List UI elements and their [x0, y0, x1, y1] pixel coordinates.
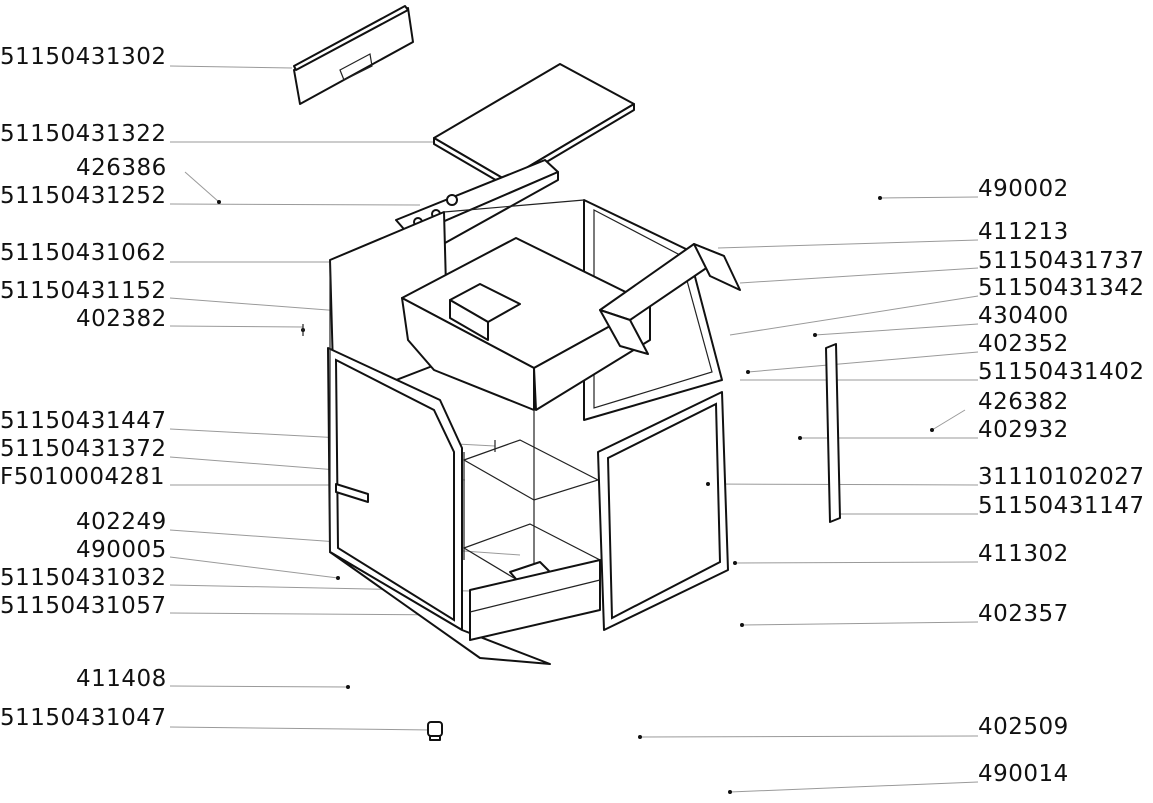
- angled-bracket: [599, 243, 741, 355]
- vertical-rail: [825, 343, 841, 523]
- fastener-dots: [217, 196, 934, 794]
- part-label: 51150431302: [0, 44, 167, 70]
- part-label: 51150431322: [0, 121, 167, 147]
- part-label: 51150431152: [0, 278, 167, 304]
- part-label: 51150431047: [0, 705, 167, 731]
- part-label: 51150431032: [0, 565, 167, 591]
- leader-lines-right: [639, 196, 979, 793]
- part-label: 490002: [978, 176, 1069, 202]
- part-label: 411213: [978, 219, 1069, 245]
- part-label: 51150431062: [0, 240, 167, 266]
- part-label: 51150431402: [978, 359, 1145, 385]
- part-label: 490014: [978, 761, 1069, 787]
- foot: [427, 721, 443, 741]
- part-label: 51150431342: [978, 275, 1145, 301]
- part-label: 51150431147: [978, 493, 1145, 519]
- part-label: 411302: [978, 541, 1069, 567]
- part-label: 51150431057: [0, 593, 167, 619]
- base-plate: [469, 559, 601, 641]
- right-door: [597, 391, 729, 631]
- part-label: F5010004281: [0, 464, 166, 490]
- part-label: 426386: [76, 155, 167, 181]
- part-label: 402249: [76, 509, 167, 535]
- part-label: 402932: [978, 417, 1069, 443]
- part-label: 51150431447: [0, 408, 167, 434]
- part-label: 51150431737: [978, 248, 1145, 274]
- left-handle: [335, 483, 369, 503]
- part-label: 402357: [978, 601, 1069, 627]
- part-label: 490005: [76, 537, 167, 563]
- part-label: 411408: [76, 666, 167, 692]
- top-back-panel: [293, 5, 414, 105]
- part-label: 402382: [76, 306, 167, 332]
- part-label: 430400: [978, 303, 1069, 329]
- part-label: 402509: [978, 714, 1069, 740]
- part-label: 402352: [978, 331, 1069, 357]
- part-label: 51150431252: [0, 183, 167, 209]
- part-label: 31110102027: [978, 464, 1145, 490]
- part-label: 426382: [978, 389, 1069, 415]
- part-label: 51150431372: [0, 436, 167, 462]
